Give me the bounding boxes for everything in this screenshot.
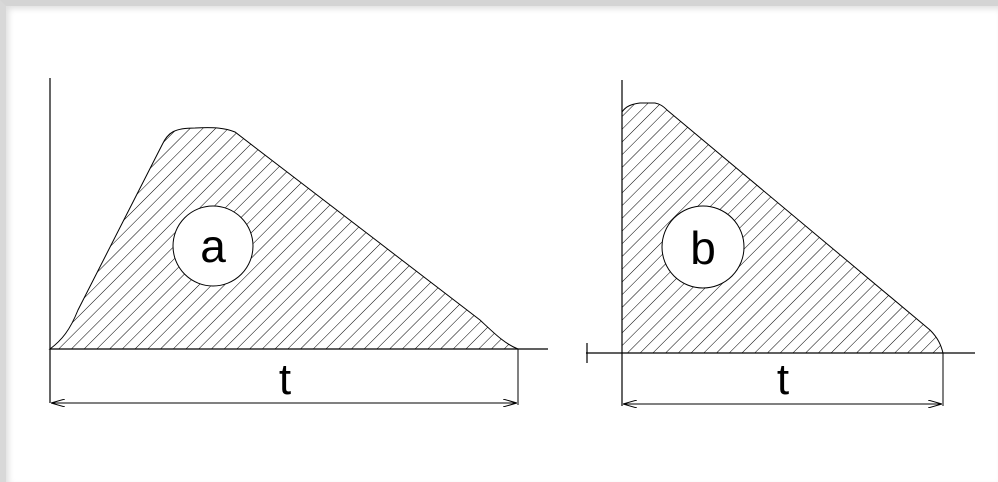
panel-a-dimension-label: t (279, 355, 291, 404)
panel-b-dimension-label: t (777, 355, 789, 404)
panel-b-label-circle (661, 205, 745, 289)
panel-a: a t (48, 78, 548, 405)
panel-a-label: a (200, 220, 226, 272)
panel-b-label: b (690, 222, 716, 274)
panel-a-label-circle (172, 205, 254, 287)
panel-b-hatched-pulse (621, 102, 944, 354)
panel-a-hatched-pulse (48, 127, 519, 350)
panel-b: b t (586, 80, 975, 406)
